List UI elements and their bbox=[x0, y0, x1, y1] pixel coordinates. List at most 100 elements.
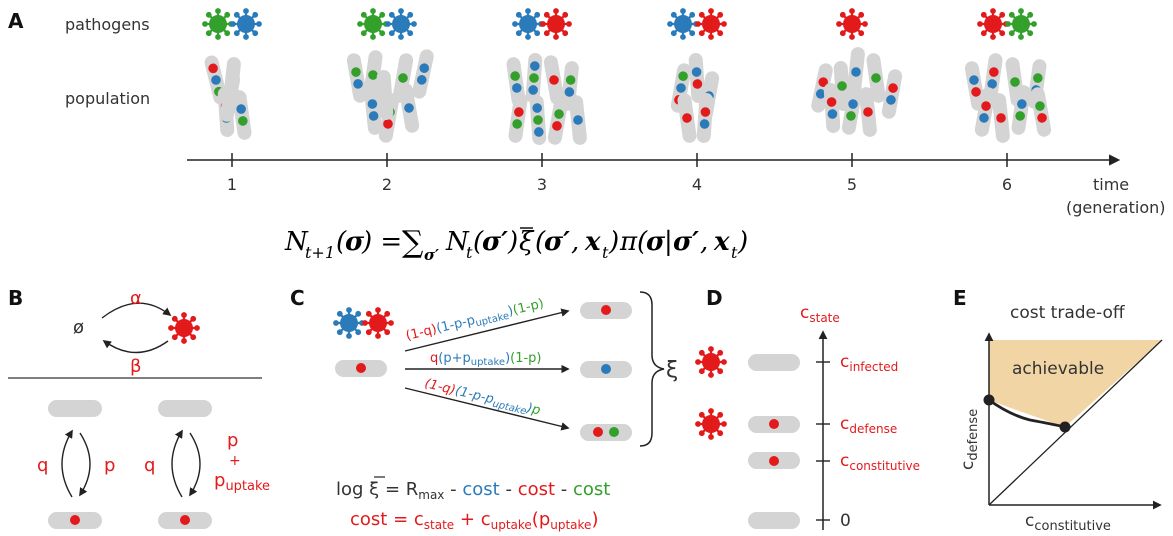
spacer-dot bbox=[981, 101, 991, 111]
beta-rate: β bbox=[130, 356, 142, 377]
red-spacer-dot bbox=[601, 305, 611, 315]
spacer-dot bbox=[1015, 111, 1025, 121]
bacterium-cell bbox=[398, 83, 420, 133]
spacer-dot bbox=[208, 63, 218, 74]
achievable-label: achievable bbox=[1012, 359, 1104, 379]
bacterium-cell bbox=[1011, 85, 1031, 135]
red-spacer-dot bbox=[769, 419, 779, 429]
red-pathogen-icon bbox=[695, 346, 727, 378]
pathogen-icon bbox=[695, 8, 727, 40]
bacterium-cell bbox=[881, 69, 903, 119]
infected-cell bbox=[748, 354, 800, 371]
spacer-loss-arrow bbox=[61, 429, 73, 498]
bacterium-cell bbox=[974, 87, 996, 137]
svg-text:N: N bbox=[445, 227, 470, 257]
bacterium-cell bbox=[847, 47, 865, 97]
bacterium-cell bbox=[696, 93, 714, 143]
spacer-dot bbox=[692, 79, 703, 89]
cost-zero-label: 0 bbox=[840, 511, 851, 531]
uptake-rate: puptake bbox=[214, 470, 270, 494]
spacer-dot bbox=[1035, 101, 1045, 111]
spacer-dot bbox=[368, 70, 378, 80]
spacer-dot bbox=[1017, 99, 1027, 109]
time-tick-label: 3 bbox=[537, 175, 547, 194]
svg-text:ξ: ξ bbox=[519, 227, 535, 257]
time-tick-label: 5 bbox=[847, 175, 857, 194]
spacer-uptake-arrow bbox=[189, 432, 201, 497]
bacterium-cell bbox=[525, 53, 543, 103]
spacer-dot bbox=[691, 67, 702, 77]
population-row-label: population bbox=[65, 89, 150, 108]
pathogen-icon bbox=[512, 8, 544, 40]
bacterium-cell bbox=[392, 53, 414, 103]
cost-equation: cost = cstate + cuptake(puptake) bbox=[350, 509, 598, 532]
spacer-dot bbox=[398, 73, 408, 83]
svg-text:σ: σ bbox=[345, 227, 365, 257]
spacer-dot bbox=[818, 77, 829, 87]
spacer-dot bbox=[351, 67, 361, 77]
master-equation: N t+1 ( σ ) = ∑ σ′ N t ( σ′ ) ξ ( σ′ , x… bbox=[284, 225, 748, 264]
time-tick-label: 1 bbox=[227, 175, 237, 194]
bacterium-cell bbox=[823, 83, 841, 133]
pathogen-icon bbox=[667, 8, 699, 40]
spacer-dot bbox=[815, 89, 826, 99]
fitness-equation: log ξ = Rmax - cost - cost - cost bbox=[336, 476, 610, 502]
loss-rate-q: q bbox=[144, 455, 155, 476]
svg-text:): ) bbox=[608, 227, 619, 257]
spacer-dot bbox=[512, 119, 522, 129]
panel-label-b: B bbox=[8, 286, 23, 310]
time-tick-label: 2 bbox=[382, 175, 392, 194]
blue-pathogen-icon bbox=[333, 307, 365, 339]
spacer-dot bbox=[969, 75, 979, 85]
panel-label-e: E bbox=[953, 286, 967, 310]
svg-text:σ′: σ′ bbox=[673, 227, 699, 257]
spacer-dot bbox=[419, 63, 430, 73]
empty-cell bbox=[158, 400, 212, 417]
bacterium-cell bbox=[508, 93, 528, 143]
spacer-dot bbox=[682, 113, 692, 123]
spacer-dot bbox=[383, 119, 393, 129]
spacer-dot bbox=[368, 111, 379, 121]
spacer-dot bbox=[534, 127, 544, 137]
pathogen-icon bbox=[357, 8, 389, 40]
red-pathogen-icon bbox=[695, 408, 727, 440]
spacer-dot bbox=[851, 67, 861, 77]
svg-text:x: x bbox=[713, 227, 730, 257]
transition-prob-3: (1-q)(1-p-puptake)p bbox=[423, 376, 542, 418]
spacer-dot bbox=[514, 107, 524, 117]
spacer-dot bbox=[1033, 73, 1043, 83]
svg-text:σ′: σ′ bbox=[482, 227, 508, 257]
spacer-dot bbox=[565, 75, 576, 85]
bacterium-cell bbox=[346, 53, 368, 103]
red-spacer-dot bbox=[356, 363, 366, 373]
spacer-dot bbox=[979, 113, 989, 123]
svg-text:|: | bbox=[664, 227, 673, 257]
spacer-dot bbox=[846, 111, 856, 121]
transition-prob-2: q(p+puptake)(1-p) bbox=[430, 351, 542, 368]
spacer-dot bbox=[236, 104, 246, 114]
svg-text:x: x bbox=[584, 227, 601, 257]
spacer-dot bbox=[996, 113, 1006, 123]
transition-arrow-1 bbox=[404, 308, 570, 352]
svg-text:,: , bbox=[571, 227, 579, 257]
achievable-region bbox=[989, 340, 1162, 427]
spacer-dot bbox=[863, 107, 873, 117]
xi-symbol: ξ bbox=[666, 358, 678, 383]
red-pathogen-icon bbox=[362, 307, 394, 339]
svg-text:(: ( bbox=[637, 227, 648, 257]
population-row bbox=[204, 47, 1052, 145]
spacer-dot bbox=[700, 107, 711, 117]
svg-text:(: ( bbox=[535, 227, 546, 257]
cost-infected-label: cinfected bbox=[840, 352, 898, 374]
spacer-dot bbox=[510, 71, 520, 81]
bacterium-cell bbox=[1030, 87, 1052, 137]
spacer-dot bbox=[888, 83, 898, 93]
pathogen-icon bbox=[836, 8, 868, 40]
panel-label-c: C bbox=[290, 286, 305, 310]
spacer-dot bbox=[1037, 113, 1047, 123]
red-spacer-dot bbox=[593, 427, 603, 437]
alpha-arrow bbox=[101, 302, 172, 319]
spacer-dot bbox=[532, 103, 542, 113]
time-axis-label-unit: (generation) bbox=[1066, 198, 1166, 217]
